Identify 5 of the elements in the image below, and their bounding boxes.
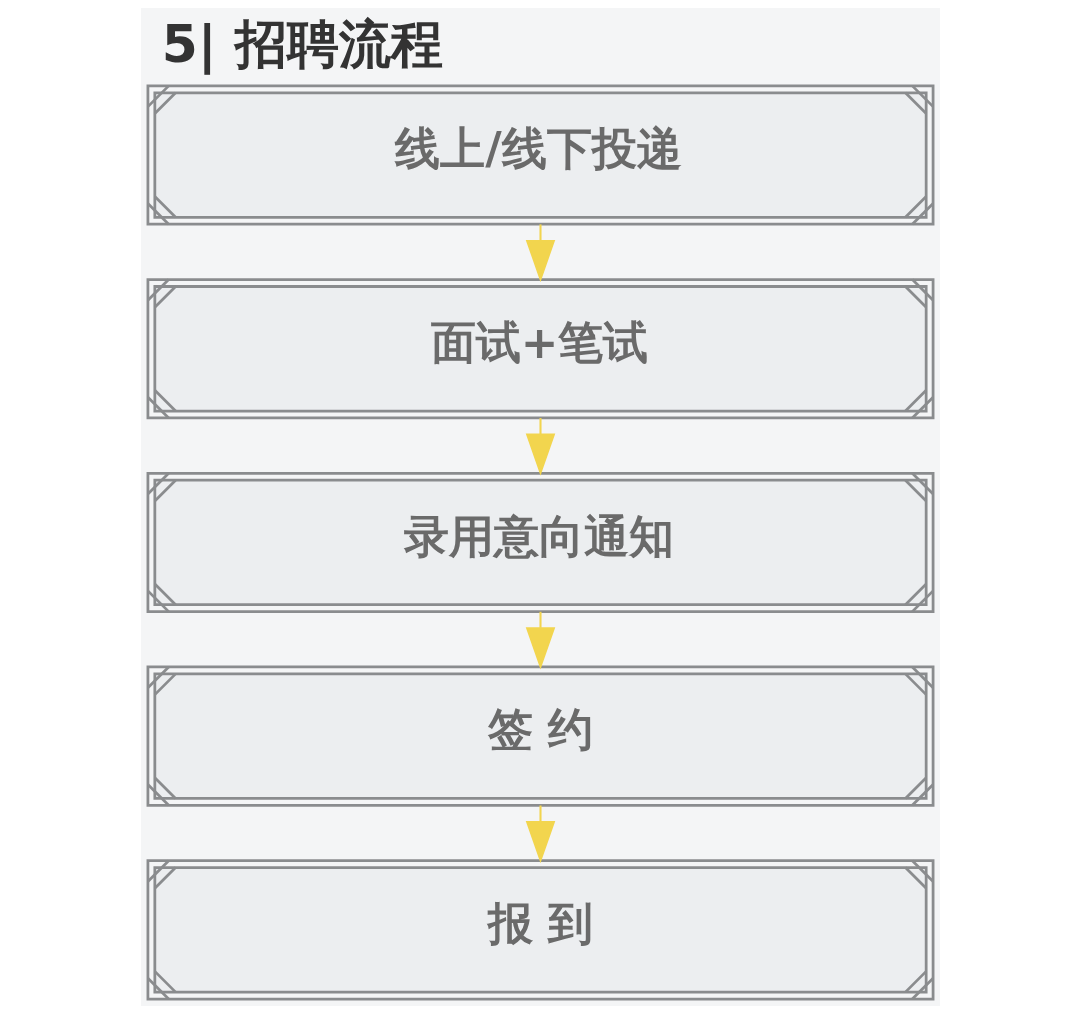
- arrow: [525, 418, 555, 476]
- arrow: [525, 611, 555, 670]
- arrow: [525, 224, 555, 283]
- diagram-title: 5| 招聘流程: [161, 13, 443, 74]
- arrow: [525, 805, 555, 864]
